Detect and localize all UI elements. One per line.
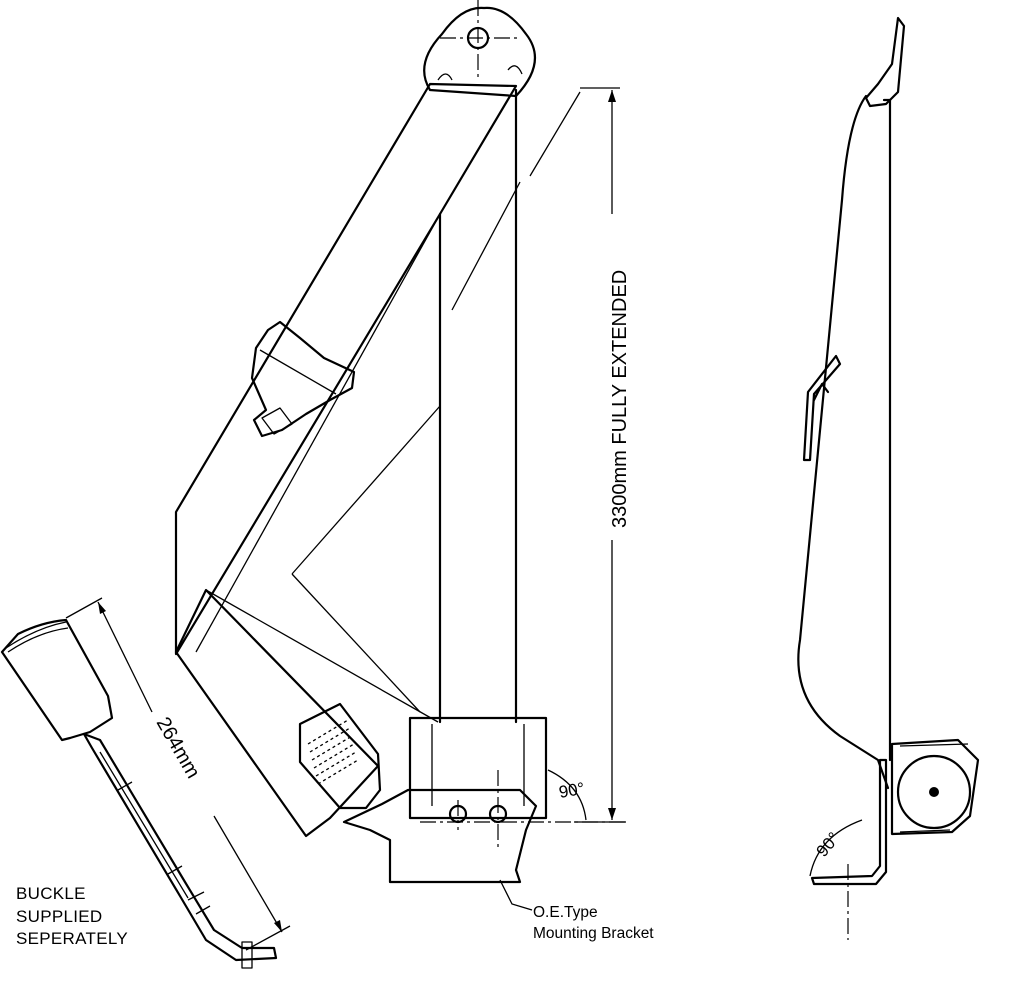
buckle-assembly — [0, 618, 278, 969]
buckle-note-line-2: SUPPLIED — [16, 906, 103, 926]
bracket-note-line-1: O.E.Type — [533, 904, 598, 921]
buckle-length-label: 264mm — [152, 714, 204, 783]
stitching-pattern — [307, 719, 359, 785]
buckle-note-line-1: BUCKLE — [16, 884, 86, 903]
buckle-note-line-3: SEPERATELY — [16, 929, 128, 948]
front-view-belt — [174, 0, 628, 884]
bracket-leader — [499, 879, 533, 911]
length-dimension: 3300mm FULLY EXTENDED — [574, 87, 631, 823]
bracket-note-line-2: Mounting Bracket — [533, 925, 654, 942]
buckle-note: BUCKLE SUPPLIED SEPERATELY — [16, 883, 128, 951]
length-label: 3300mm FULLY EXTENDED — [609, 270, 631, 528]
side-view-belt: 90° — [797, 16, 980, 940]
front-angle: 90° — [547, 769, 587, 821]
svg-text:90°: 90° — [557, 779, 586, 802]
bracket-note: O.E.Type Mounting Bracket — [533, 902, 654, 944]
